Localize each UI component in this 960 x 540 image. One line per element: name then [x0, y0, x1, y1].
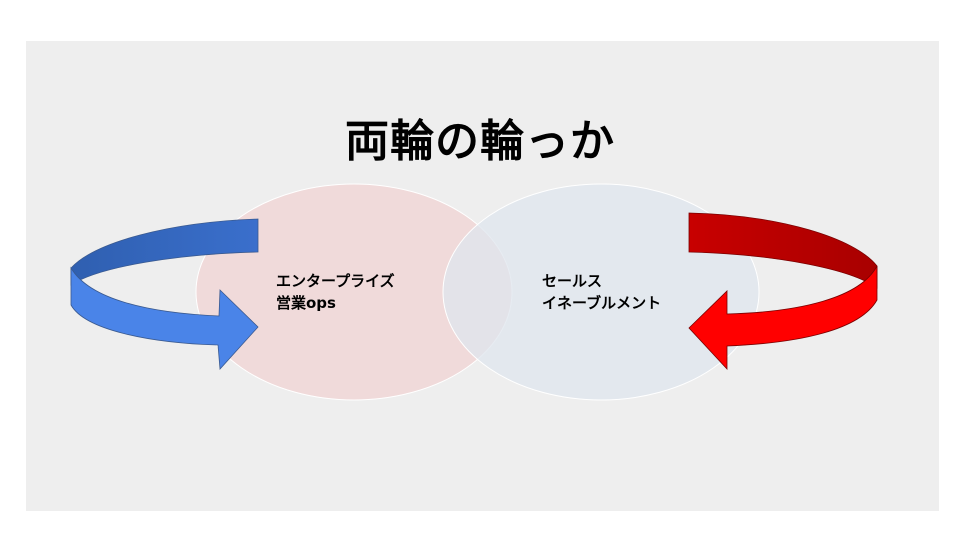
right-circle-label-line1: セールス: [542, 272, 603, 290]
right-circle: [442, 183, 760, 401]
right-circle-label-line2: イネーブルメント: [542, 294, 662, 312]
left-circle-label-line2: 営業ops: [276, 294, 336, 312]
left-cycle-arrow-icon: [70, 218, 259, 370]
left-circle-label: エンタープライズ 営業ops: [276, 270, 395, 314]
left-circle-label-line1: エンタープライズ: [276, 272, 395, 290]
slide-title: 両輪の輪っか: [345, 116, 615, 167]
right-circle-label: セールス イネーブルメント: [542, 270, 661, 314]
right-cycle-arrow-icon: [688, 212, 878, 371]
